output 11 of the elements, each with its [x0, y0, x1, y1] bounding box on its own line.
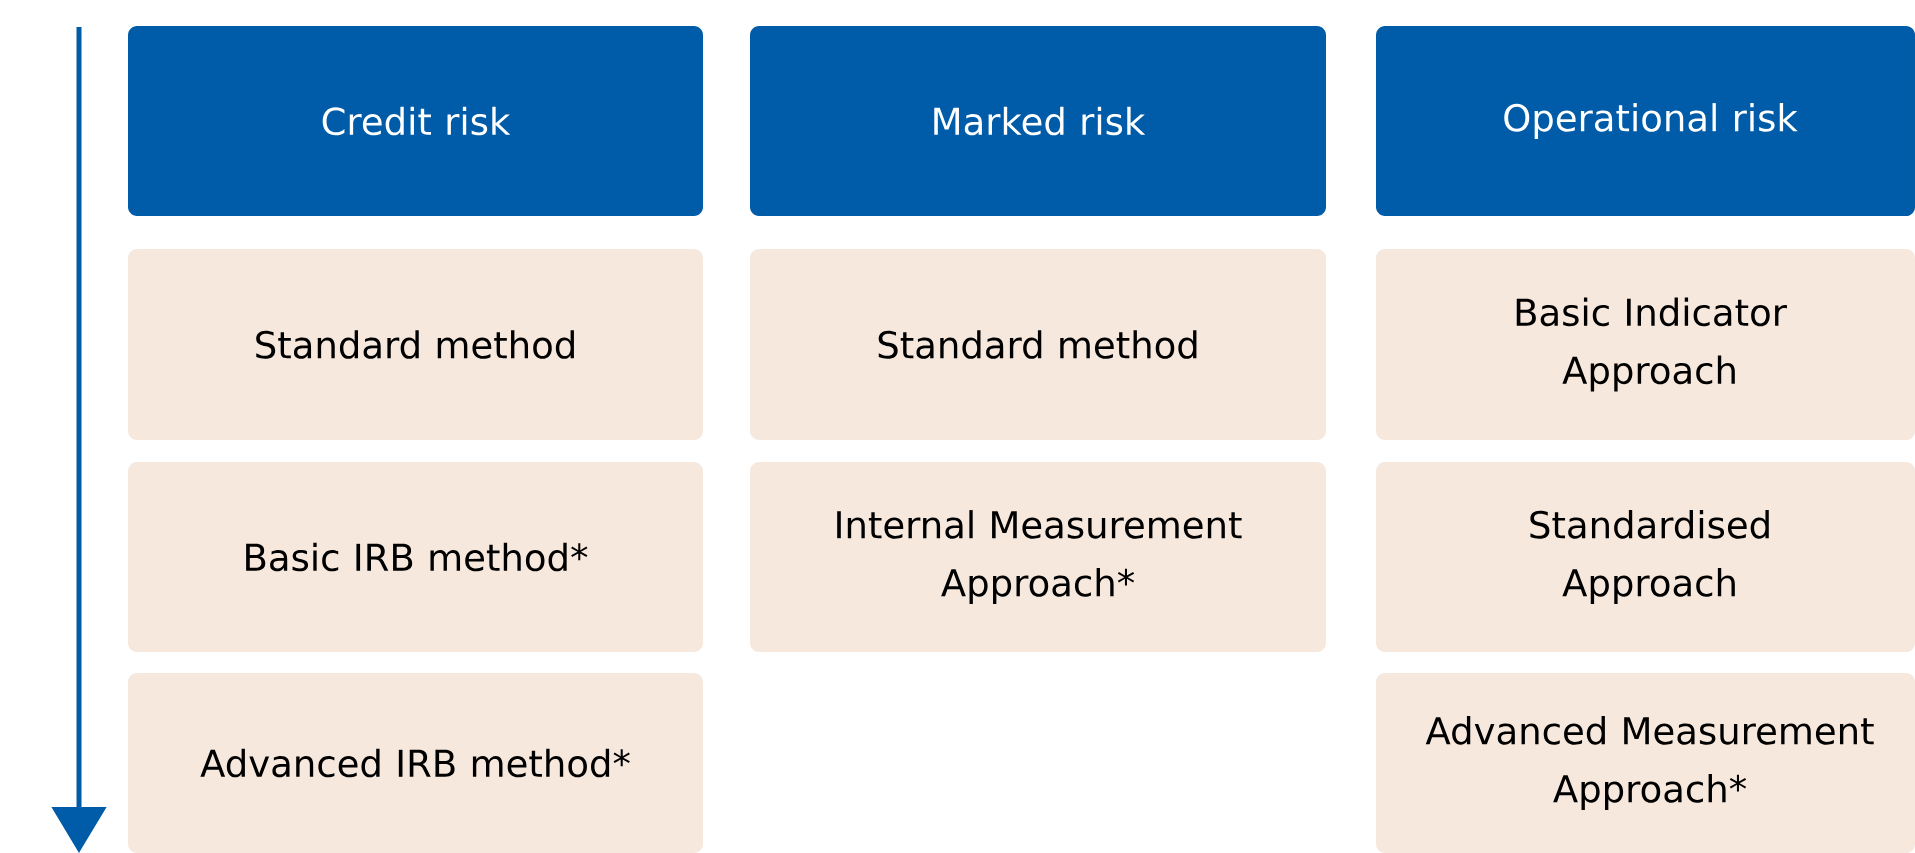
method-box: Basic Indicator Approach	[1376, 249, 1915, 440]
method-box: Advanced Measurement Approach*	[1376, 673, 1915, 853]
header-box: Marked risk	[750, 26, 1326, 216]
header-box: Credit risk	[128, 26, 703, 216]
method-box: Standardised Approach	[1376, 462, 1915, 652]
method-box: Internal Measurement Approach*	[750, 462, 1326, 652]
header-box: Operational risk	[1376, 26, 1915, 216]
method-box: Standard method	[128, 249, 703, 440]
method-box: Advanced IRB method*	[128, 673, 703, 853]
method-box: Basic IRB method*	[128, 462, 703, 652]
method-box: Standard method	[750, 249, 1326, 440]
